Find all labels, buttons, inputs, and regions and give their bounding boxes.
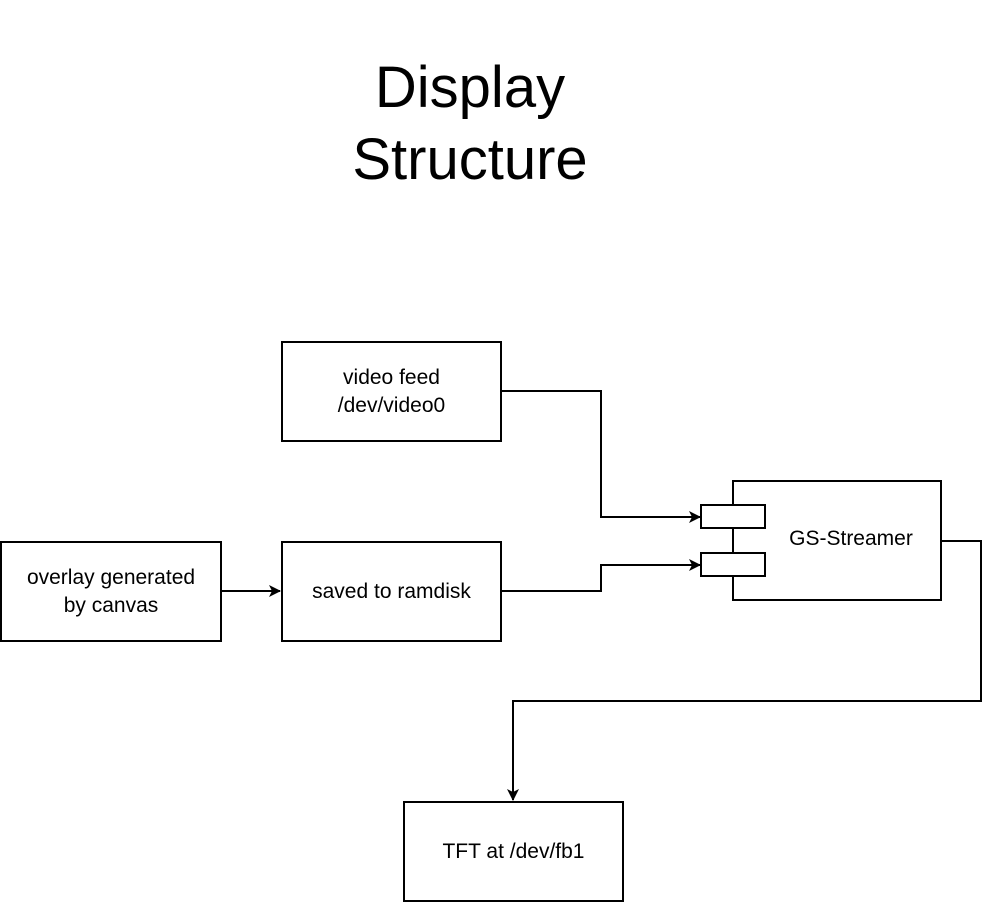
video-feed-label-line-2: /dev/video0	[337, 393, 446, 417]
ramdisk-box: saved to ramdisk	[281, 541, 502, 642]
edge-ramdisk-to-gs	[501, 559, 701, 592]
tft-label: TFT at /dev/fb1	[442, 839, 585, 863]
gs-streamer-port-bottom	[700, 552, 766, 577]
gs-streamer-label: GS-Streamer	[789, 527, 913, 550]
video-feed-box: video feed /dev/video0	[281, 341, 502, 442]
gs-streamer-box	[732, 480, 942, 601]
title-line-1: Display	[374, 55, 566, 120]
ramdisk-label: saved to ramdisk	[312, 579, 471, 603]
overlay-box: overlay generated by canvas	[0, 541, 222, 642]
tft-box: TFT at /dev/fb1	[403, 801, 624, 902]
edge-video-to-gs	[501, 390, 701, 523]
edge-gs-to-tft	[507, 540, 982, 801]
overlay-label-line-2: by canvas	[63, 593, 159, 617]
diagram-title: Display Structure	[320, 52, 620, 196]
overlay-label-line-1: overlay generated	[26, 565, 196, 589]
video-feed-label-line-1: video feed	[343, 365, 440, 389]
title-line-2: Structure	[352, 127, 588, 192]
gs-streamer-port-top	[700, 504, 766, 529]
